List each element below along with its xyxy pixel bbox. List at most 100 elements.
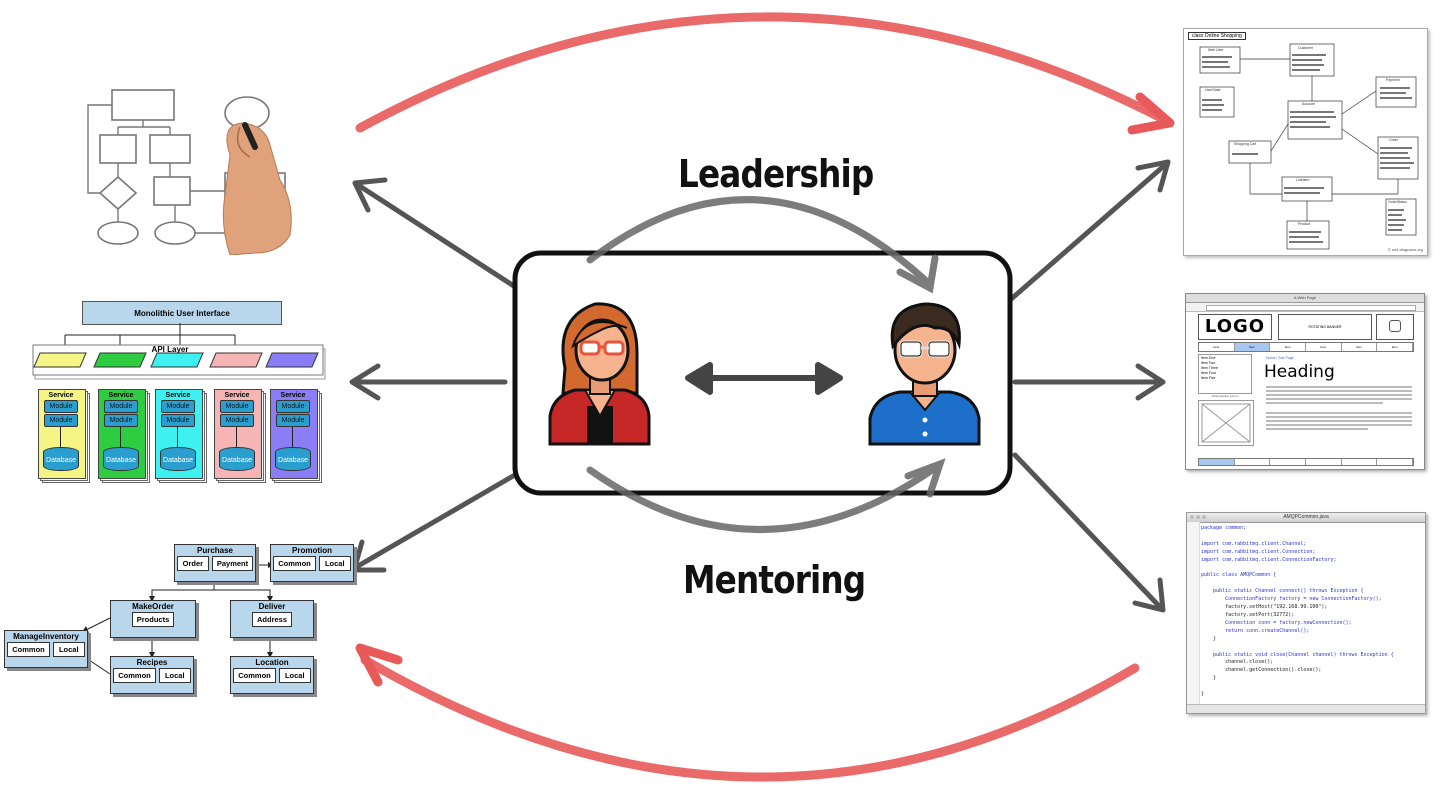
grey-arrows [349,159,1171,613]
database-cylinder: Database [160,447,196,471]
code-line: import com.rabbitmq.client.Connection; [1201,548,1316,555]
wireframe-nav-item[interactable]: Item [1306,343,1342,351]
code-line: } [1201,635,1217,642]
code-line [1201,580,1394,588]
wireframe-footer-item[interactable] [1270,459,1307,465]
module-box: Module [161,400,195,413]
wireframe-footer-nav [1198,458,1414,466]
red-arc-top [355,12,1170,133]
arrow-to-hierarchy [355,469,523,569]
wireframe-footer-item[interactable] [1377,459,1414,465]
box-title: Deliver [258,602,286,611]
uml-title: class Online Shopping [1188,32,1246,40]
module-box: Module [104,400,138,413]
module-box: Module [220,414,254,427]
service-label: Service [224,392,250,399]
code-line [1201,565,1394,573]
code-line: Connection conn = factory.newConnection(… [1201,619,1352,626]
sub-component: Local [318,556,351,571]
svg-text:LineItem: LineItem [1296,178,1310,182]
wireframe-heading: Heading [1264,362,1335,382]
code-line [1201,533,1394,541]
code-line: } [1201,691,1205,698]
wireframe-breadcrumb[interactable]: Home / Sub Page [1266,356,1294,360]
module-box: Module [276,414,310,427]
code-line: factory.setPort(32772); [1201,611,1295,618]
svg-text:Shopping Cart: Shopping Cart [1234,142,1256,146]
wireframe-menu-item[interactable]: Item One [1201,356,1216,360]
svg-text:Order: Order [1389,138,1399,142]
sub-component: Order [176,556,209,571]
code-line: channel.close(); [1201,659,1274,666]
box-title: Purchase [196,546,234,555]
code-line: import com.rabbitmq.client.ConnectionFac… [1201,556,1337,563]
code-titlebar: AMQPCommon.java [1187,513,1425,523]
code-lines: package common; import com.rabbitmq.clie… [1201,525,1394,699]
cycle-arrows [586,196,946,533]
database-cylinder: Database [103,447,139,471]
mentoring-label: Mentoring [683,558,866,602]
wireframe-footer-item[interactable] [1199,459,1235,465]
microservices-diagram [32,323,326,380]
code-line: factory.setHost("192.168.99.100"); [1201,604,1328,611]
wireframe-footer-item[interactable] [1306,459,1342,465]
wireframe-titlebar: A Web Page [1186,294,1424,303]
sub-component: Local [158,668,191,683]
code-line: public static void close(Channel channel… [1201,651,1394,658]
code-line: import com.rabbitmq.client.Channel; [1201,540,1307,547]
module-box: Module [276,400,310,413]
red-arc-bottom [360,655,1140,782]
module-box: Module [44,400,78,413]
sub-component: Address [251,612,292,627]
double-arrow [685,362,843,395]
svg-text:Account: Account [1302,102,1315,106]
uml-footer: © uml-diagrams.org [1387,247,1423,252]
wireframe-nav-item[interactable]: Item [1199,343,1235,351]
wireframe-nav-item[interactable]: Item [1342,343,1378,351]
wireframe-caption: Pellentesque Lorem [1211,394,1239,398]
code-line: package common; [1201,525,1247,531]
sub-component: Common [113,668,156,683]
svg-text:OrderStatus: OrderStatus [1388,200,1407,204]
module-box: Module [104,414,138,427]
box-title: MakeOrder [132,602,174,611]
module-box: Module [220,400,254,413]
wireframe-menu-item[interactable]: Item Three [1201,366,1218,370]
code-line: channel.getConnection().close(); [1201,667,1322,674]
database-cylinder: Database [219,447,255,471]
wireframe-nav-item[interactable]: Item [1234,343,1271,351]
sub-component: Local [278,668,311,683]
wireframe-logo: LOGO [1198,314,1272,340]
monolithic-ui-box: Monolithic User Interface [82,301,282,325]
wireframe-menu-item[interactable]: Item Five [1201,376,1216,380]
wireframe-footer-item[interactable] [1342,459,1378,465]
sub-component: Products [131,612,175,627]
code-line [1201,644,1394,652]
mentor-avatar [548,302,651,446]
svg-text:UserState: UserState [1205,88,1221,92]
wireframe-banner: ROTATING BANNER [1278,314,1372,340]
box-title: Recipes [136,658,168,667]
service-label: Service [108,392,134,399]
wireframe-nav-item[interactable]: Item [1377,343,1414,351]
mentee-avatar [868,302,981,446]
wireframe-menu-item[interactable]: Item Two [1201,361,1216,365]
api-layer-label: API Layer [151,345,189,354]
wireframe-nav-item[interactable]: Item [1270,343,1307,351]
arrow-to-flowchart [355,182,523,293]
code-line: return conn.createChannel(); [1201,627,1310,634]
wireframe-footer-item[interactable] [1235,459,1271,465]
wireframe-menu-item[interactable]: Item Four [1201,371,1216,375]
box-title: Promotion [292,546,332,555]
